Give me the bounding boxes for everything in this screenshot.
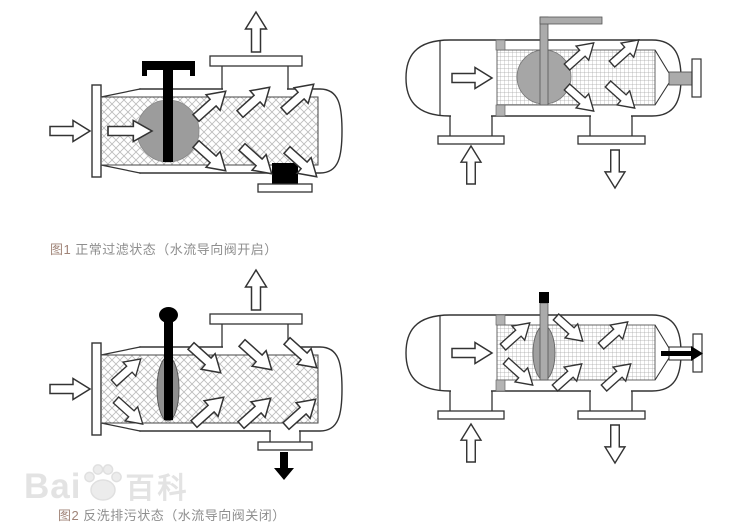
vessel-cone-lines [100, 346, 141, 432]
valve-stem [539, 16, 549, 106]
valve-handle [142, 61, 195, 70]
flow-arrow-icon [451, 341, 493, 365]
inlet-flow-arrow-icon [460, 423, 482, 463]
right-nozzle-stem [668, 71, 693, 86]
flow-arrow-icon [451, 66, 493, 90]
bottom-right-nozzle [589, 116, 633, 136]
tube-sheet-bar [495, 379, 506, 392]
outlet-flow-arrow-icon [604, 424, 626, 464]
right-nozzle-flange [691, 58, 702, 98]
bottom-left-nozzle [449, 391, 493, 411]
drain-flange [257, 183, 313, 193]
fig1-right-diagram [405, 16, 702, 189]
drain-flow-arrow-icon [661, 346, 703, 361]
watermark-latin-text: Bai [24, 467, 82, 506]
tube-sheet-bar [495, 104, 506, 117]
vessel-cone-lines [100, 88, 141, 174]
top-nozzle-flange [209, 313, 303, 325]
vessel-shell [139, 346, 343, 432]
bottom-left-flange [437, 135, 505, 145]
outlet-flow-arrow-icon [244, 269, 268, 311]
paw-icon [84, 464, 123, 501]
figure1-label: 图1 [50, 242, 72, 257]
valve-stem-cap [539, 292, 549, 303]
drain-flange [257, 441, 313, 451]
figure1-caption-text: 正常过滤状态（水流导向阀开启） [75, 242, 278, 257]
bottom-right-flange [577, 135, 646, 145]
fig2-left-diagram [49, 269, 343, 480]
fig1-left-diagram [49, 11, 343, 193]
bottom-right-nozzle [589, 391, 633, 411]
inlet-flow-arrow-icon [49, 377, 91, 401]
outlet-cone [654, 324, 670, 381]
baidu-baike-watermark: Bai 百科 [24, 461, 189, 504]
figure2-label: 图2 [58, 508, 80, 523]
inlet-flow-arrow-icon [49, 119, 91, 143]
outlet-cone [654, 49, 670, 106]
top-nozzle [221, 323, 289, 348]
tube-sheet-bar [495, 39, 506, 51]
bottom-right-flange [577, 410, 646, 420]
inlet-flange [91, 84, 102, 178]
figure2-caption-text: 反洗排污状态（水流导向阀关闭） [83, 508, 286, 523]
vessel-shell [405, 314, 682, 392]
drain-flow-arrow-icon [274, 452, 294, 480]
top-nozzle [221, 65, 289, 90]
valve-stem [539, 302, 549, 381]
valve-knob [159, 307, 178, 323]
outlet-flow-arrow-icon [604, 149, 626, 189]
top-nozzle-flange [209, 55, 303, 67]
tube-sheet-bar [495, 314, 506, 326]
fig2-right-diagram [405, 292, 703, 464]
bottom-left-nozzle [449, 116, 493, 136]
valve-stem [164, 316, 173, 420]
outlet-flow-arrow-icon [244, 11, 268, 53]
vessel-shell [139, 88, 343, 174]
valve-stem [163, 66, 173, 162]
bottom-left-flange [437, 410, 505, 420]
watermark-cjk-text: 百科 [125, 472, 190, 505]
inlet-flow-arrow-icon [460, 145, 482, 185]
valve-handle [539, 16, 603, 25]
drain-plug-closed [272, 163, 298, 184]
vessel-shell [405, 39, 682, 117]
inlet-flange [91, 342, 102, 436]
drain-nozzle-open [269, 430, 301, 443]
